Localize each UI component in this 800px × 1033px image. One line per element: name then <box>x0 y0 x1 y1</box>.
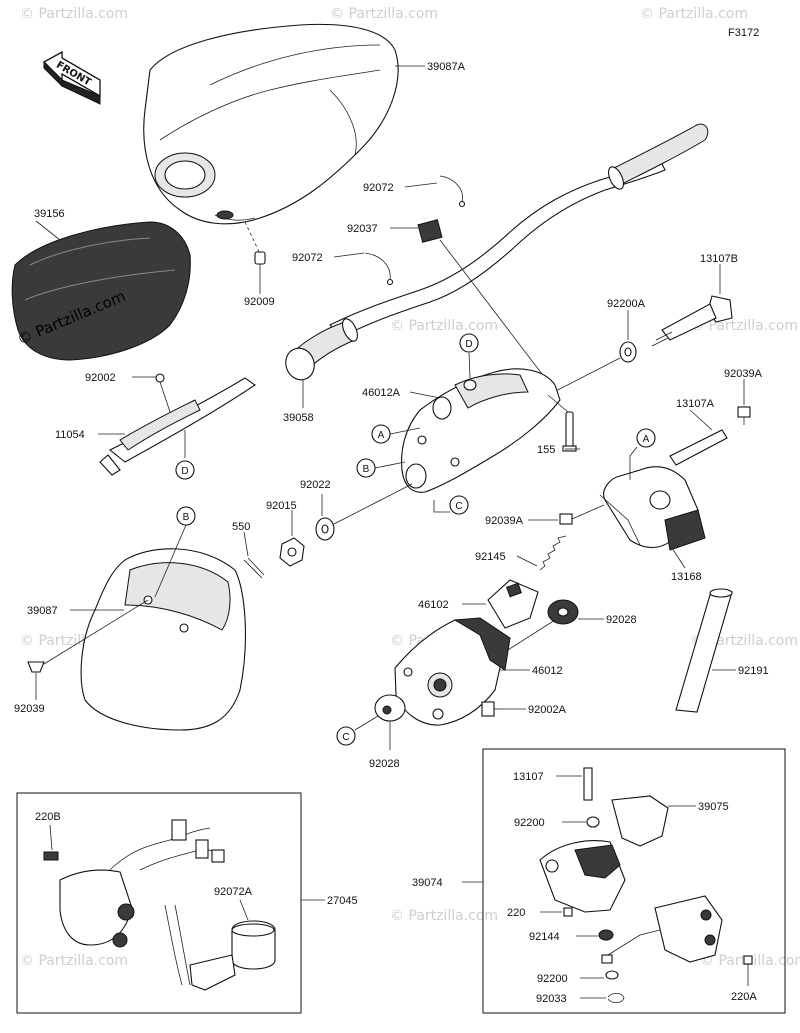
label-27045: 27045 <box>327 895 358 907</box>
watermark-faint-3: © Partzilla.com <box>640 6 748 22</box>
label-92191: 92191 <box>738 665 769 677</box>
label-92039: 92039 <box>14 703 45 715</box>
label-92037: 92037 <box>347 223 378 235</box>
label-11054: 11054 <box>55 429 85 441</box>
label-39075: 39075 <box>698 801 729 813</box>
label-92072a: 92072A <box>214 886 253 898</box>
callout-c-bottom: C <box>342 732 349 743</box>
tube-92191 <box>675 591 733 713</box>
label-13107b: 13107B <box>700 253 738 265</box>
spring-92145 <box>539 535 567 571</box>
label-92144: 92144 <box>529 931 560 943</box>
figure-code: F3172 <box>728 27 759 39</box>
label-92039a-top: 92039A <box>724 368 763 380</box>
label-220a: 220A <box>731 991 757 1003</box>
front-arrow-icon: FRONT <box>42 50 101 105</box>
lever-13168 <box>599 466 706 551</box>
screw-92039 <box>27 599 149 673</box>
label-550: 550 <box>232 521 250 533</box>
callout-a-right: A <box>643 434 650 445</box>
callout-d-bracket: D <box>181 466 188 477</box>
screw-220a <box>743 955 753 965</box>
callout-c-top: C <box>455 501 462 512</box>
screw-92039a-mid <box>559 513 573 525</box>
label-92200a: 92200A <box>607 298 646 310</box>
label-92015: 92015 <box>266 500 297 512</box>
part-92144 <box>598 929 614 941</box>
label-92033: 92033 <box>536 993 567 1005</box>
cotter-pin-550 <box>243 557 265 579</box>
callout-d-housing: D <box>465 339 472 350</box>
label-92028-right: 92028 <box>606 614 637 626</box>
housing-46012a <box>401 368 561 493</box>
switch-220a-body <box>654 895 723 963</box>
callout-a-left: A <box>378 430 385 441</box>
part-46102 <box>487 579 539 629</box>
label-92200-b: 92200 <box>537 973 568 985</box>
watermark-faint-1: © Partzilla.com <box>20 6 128 22</box>
clip-92033 <box>607 992 625 1004</box>
label-39074: 39074 <box>412 877 443 889</box>
bolt-92002a <box>481 701 503 717</box>
label-92145: 92145 <box>475 551 506 563</box>
label-13107: 13107 <box>513 771 544 783</box>
washer-92200-b <box>605 970 619 980</box>
pin-13107 <box>583 767 593 801</box>
callout-b-left: B <box>363 464 370 475</box>
cover-39087a <box>143 23 399 225</box>
watermark-faint-4: © Partzilla.com <box>390 318 498 334</box>
screw-92039a-top <box>737 406 751 425</box>
label-220: 220 <box>507 907 525 919</box>
watermark-faint-10: © Partzilla.com <box>390 908 498 924</box>
inset-right: 39074 13107 39075 92200 220 92144 92200 … <box>412 748 786 1014</box>
label-13168: 13168 <box>671 571 702 583</box>
label-92072-top: 92072 <box>363 182 394 194</box>
label-155: 155 <box>537 444 555 456</box>
label-92028-bottom: 92028 <box>369 758 400 770</box>
label-92002: 92002 <box>85 372 116 384</box>
inset-left: 27045 220B 92072A <box>16 792 358 1014</box>
cover-39087 <box>80 548 246 731</box>
label-92002a: 92002A <box>528 704 567 716</box>
screw-92009 <box>244 221 266 265</box>
label-92072-mid: 92072 <box>292 252 323 264</box>
clamp-92072-mid <box>364 252 394 286</box>
label-39087a: 39087A <box>427 61 466 73</box>
label-46102: 46102 <box>418 599 449 611</box>
label-92039a-mid: 92039A <box>485 515 524 527</box>
label-13107a: 13107A <box>676 398 715 410</box>
watermark-faint-2: © Partzilla.com <box>330 6 438 22</box>
label-46012a: 46012A <box>362 387 401 399</box>
bolt-155 <box>562 411 577 452</box>
bracket-11054 <box>99 373 256 476</box>
label-92009: 92009 <box>244 296 275 308</box>
cover-39156 <box>11 221 191 361</box>
part-92037 <box>417 219 546 379</box>
watermark-faint-9: © Partzilla.com <box>20 953 128 969</box>
housing-46012 <box>394 617 511 726</box>
label-92022: 92022 <box>300 479 331 491</box>
clamp-92072-top <box>439 175 466 208</box>
label-220b: 220B <box>35 811 61 823</box>
callout-b-cover: B <box>183 512 190 523</box>
bolt-13107b <box>651 295 733 347</box>
label-92200-a: 92200 <box>514 817 545 829</box>
label-39087: 39087 <box>27 605 58 617</box>
label-46012: 46012 <box>532 665 563 677</box>
washer-92200-a <box>586 816 600 828</box>
handlebar <box>285 123 709 381</box>
part-39075 <box>611 795 669 847</box>
label-39156: 39156 <box>34 208 65 220</box>
label-39058: 39058 <box>283 412 314 424</box>
pin-13107a <box>669 429 728 466</box>
